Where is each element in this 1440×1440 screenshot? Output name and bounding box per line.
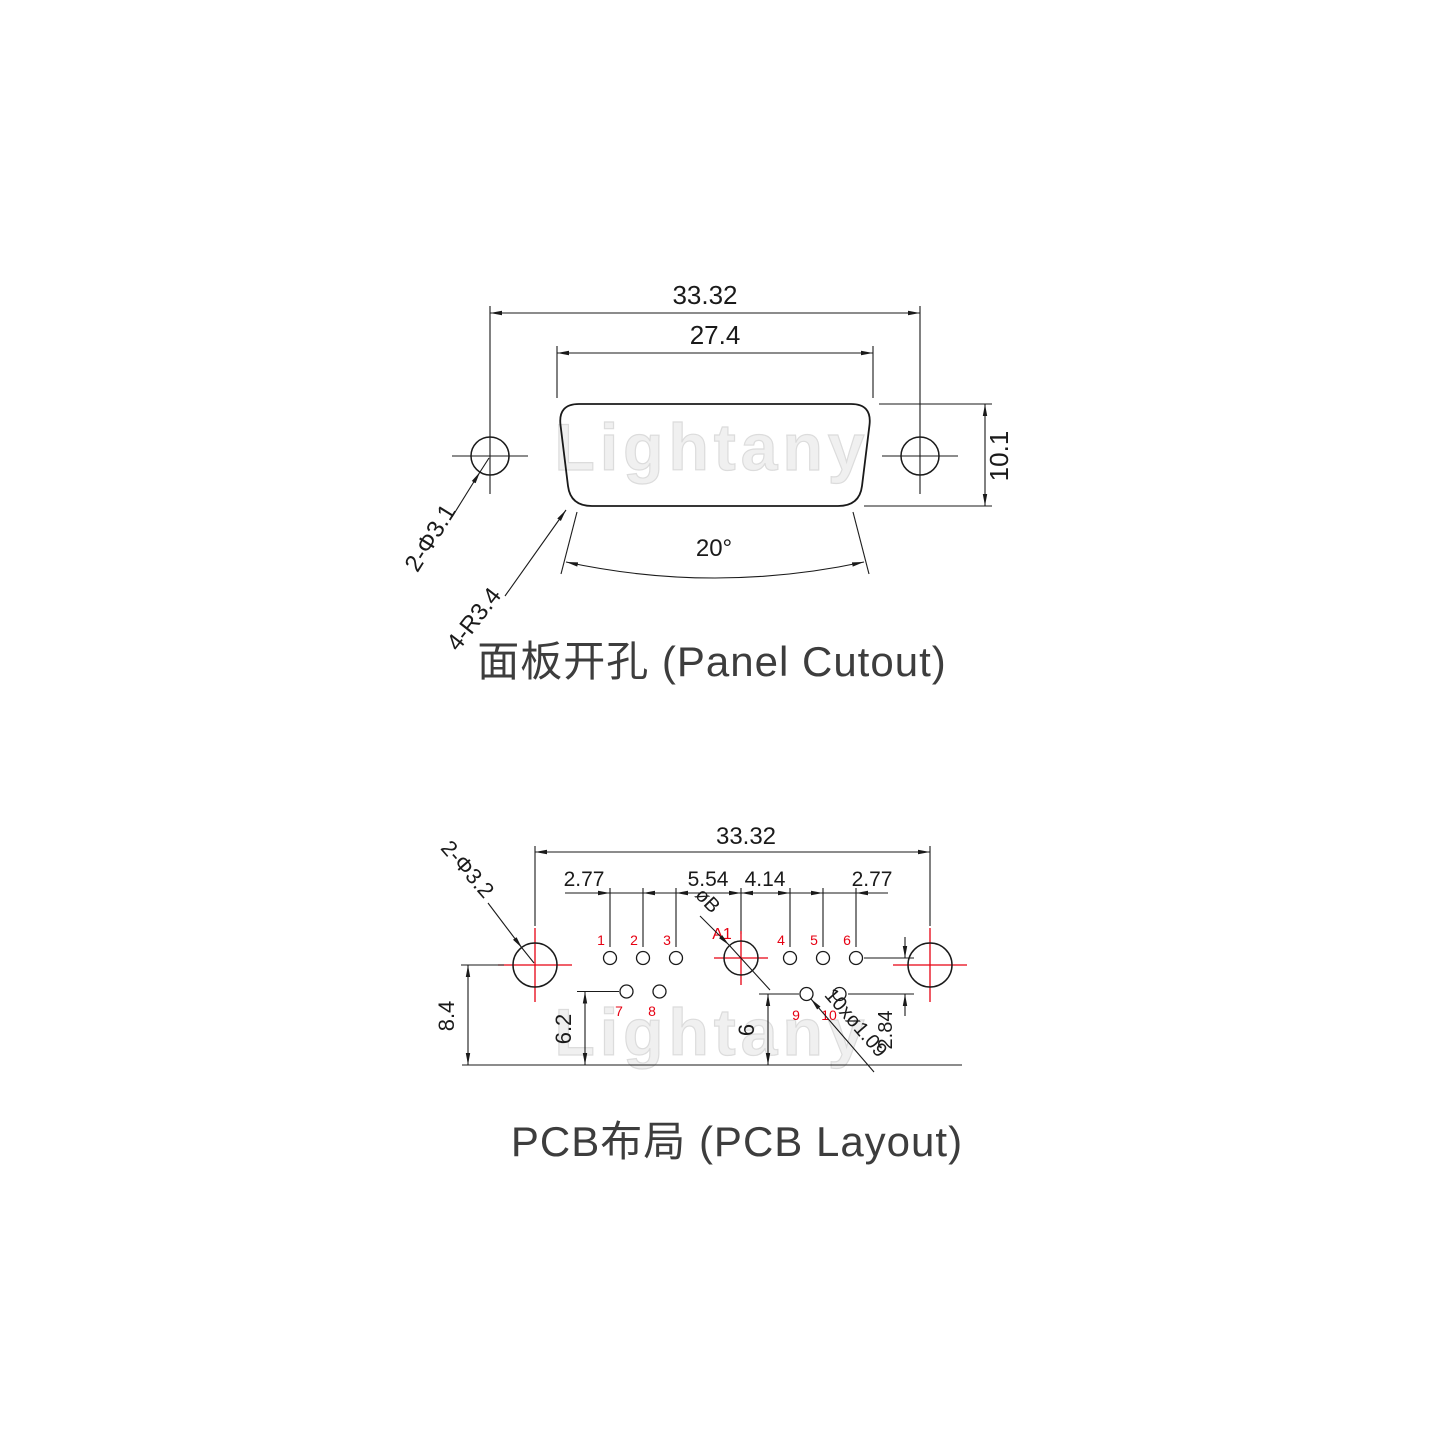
pin-circle: [832, 986, 847, 1002]
leader-line: [504, 509, 567, 597]
angle-line: [852, 511, 870, 575]
dim-pitch-right: 2.77: [852, 868, 893, 891]
pin-number: 10: [821, 1007, 837, 1023]
leader-line: [479, 457, 490, 473]
pcb-mount-hole-left: [512, 942, 558, 988]
mount-hole-right: [900, 436, 940, 476]
dim-row-spacing: 2.84: [875, 1011, 897, 1050]
pin-number: 4: [777, 932, 785, 948]
leader-line: [521, 947, 535, 964]
pcb-layout-drawing: 33.32 2-Φ3.2: [434, 823, 967, 1073]
leader-line: [487, 902, 523, 949]
pin-circle: [652, 984, 667, 999]
pin-circle: [782, 950, 798, 966]
angle-arc: [565, 561, 865, 579]
pin-circle: [799, 986, 814, 1002]
dim-pitch-coax-right: 4.14: [745, 868, 786, 891]
leader-line: [699, 915, 730, 946]
mount-hole-left: [470, 436, 510, 476]
pin-number: 6: [843, 932, 851, 948]
dim-row2-left-to-edge: 6.2: [551, 1014, 576, 1045]
dim-cutout-width: 27.4: [690, 320, 741, 350]
dim-cutout-height: 10.1: [984, 431, 1014, 482]
dim-pitch-left: 2.77: [564, 868, 605, 891]
dim-row2-right-to-edge: 6: [734, 1024, 759, 1036]
dsub-cutout-outline: [559, 403, 871, 507]
coax-pin-label: A1: [712, 926, 732, 943]
leader-line: [451, 471, 481, 518]
leader-line: [810, 998, 875, 1073]
pin-circle: [848, 950, 864, 966]
mount-hole-callout: 2-Φ3.1: [400, 500, 462, 577]
pin-number: 3: [663, 932, 671, 948]
dim-side-angle: 20°: [696, 535, 732, 562]
mount-hole-callout: 2-Φ3.2: [436, 835, 499, 902]
pin-circle: [635, 950, 651, 966]
dim-mount-hole-span: 33.32: [672, 280, 737, 310]
pin-circle: [815, 950, 831, 966]
pin-number: 8: [648, 1003, 656, 1019]
dim-hole-to-edge: 8.4: [434, 1001, 459, 1032]
pcb-layout-title: PCB布局 (PCB Layout): [510, 1118, 964, 1165]
pin-circle: [602, 950, 618, 966]
dim-pitch-coax-left: 5.54: [688, 868, 729, 891]
pin-circle: [668, 950, 684, 966]
angle-line: [560, 511, 578, 575]
pin-number: 9: [792, 1007, 800, 1023]
pin-number: 1: [597, 932, 605, 948]
pin-number: 2: [630, 932, 638, 948]
pin-circle: [619, 984, 634, 999]
pin-number: 5: [810, 932, 818, 948]
dim-mount-hole-span: 33.32: [716, 823, 776, 850]
leader-line: [728, 944, 771, 991]
coax-pin-circle: [723, 940, 759, 976]
panel-cutout-title: 面板开孔 (Panel Cutout): [477, 638, 947, 685]
watermark-text: Lightany: [554, 409, 870, 484]
panel-cutout-drawing: 33.32 27.4 10.1 2-Φ3.1 4-R3.4 2: [400, 280, 1014, 656]
pcb-mount-hole-right: [907, 942, 953, 988]
pin-number: 7: [615, 1003, 623, 1019]
